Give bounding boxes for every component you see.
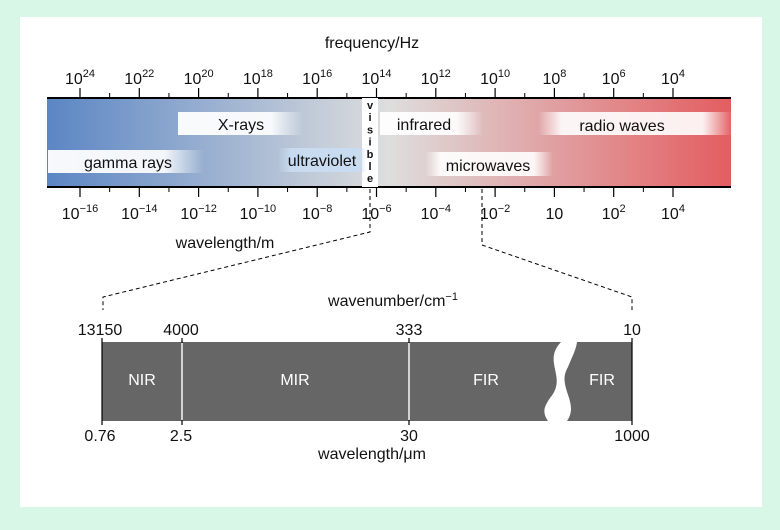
visible-letter: s [367, 124, 373, 136]
wavelength-label: 10−14 [121, 203, 157, 223]
visible-letter: l [368, 161, 371, 173]
gamma-label-bg [48, 150, 204, 173]
frequency-label: 1022 [124, 68, 154, 88]
visible-letter: e [367, 173, 373, 185]
wavelength-1000: 1000 [614, 428, 650, 445]
wavenumber-axis-label: wavenumber/cm−1 [327, 291, 458, 310]
wavelength-label: 10−12 [180, 203, 216, 223]
zoom-connectors [102, 189, 633, 310]
visible-letter: i [368, 112, 371, 124]
radio-waves-label: radio waves [579, 118, 664, 135]
frequency-label: 104 [661, 68, 685, 88]
frequency-ticks: 1024 1022 1020 1018 1016 1014 1012 1010 108 106 10… [65, 68, 685, 98]
infrared-label-bg [380, 112, 483, 135]
frequency-label: 1018 [243, 68, 273, 88]
wavelength-label: 102 [602, 203, 626, 223]
visible-letter: v [367, 100, 374, 112]
wavelength-label: 10−6 [361, 203, 391, 223]
xrays-label-bg [178, 112, 303, 135]
wavelength-0.76: 0.76 [84, 428, 115, 445]
fir-label: FIR [473, 372, 499, 389]
wavenumber-4000: 4000 [163, 322, 199, 339]
infrared-label: infrared [397, 117, 451, 134]
frequency-label: 1014 [361, 68, 391, 88]
spectrum-bar [47, 98, 731, 187]
frequency-label: 108 [542, 68, 566, 88]
wavelength-label: 10 [546, 206, 564, 223]
wavelength-label: 10−10 [240, 203, 276, 223]
ultraviolet-label: ultraviolet [288, 153, 357, 170]
gamma-rays-label: gamma rays [84, 155, 172, 172]
radio-label-bg [538, 112, 732, 135]
zoom-connector-right [481, 189, 633, 310]
wavelength-axis-label: wavelength/m [175, 235, 275, 252]
frequency-axis-label: frequency/Hz [325, 35, 419, 52]
mir-label: MIR [280, 372, 309, 389]
fir-label-far: FIR [589, 372, 615, 389]
band-dividers [181, 343, 410, 420]
frequency-label: 1012 [421, 68, 451, 88]
micrometer-axis-label: wavelength/μm [317, 446, 426, 463]
wavelength-label: 10−4 [421, 203, 451, 223]
wavelength-30: 30 [400, 428, 418, 445]
frequency-label: 1020 [184, 68, 214, 88]
visible-letter: i [368, 137, 371, 149]
frequency-label: 1024 [65, 68, 95, 88]
ir-band-bar [102, 342, 561, 421]
microwaves-label-bg [425, 152, 553, 176]
wavelength-label: 10−8 [302, 203, 332, 223]
wavenumber-10: 10 [623, 322, 641, 339]
frequency-label: 1016 [302, 68, 332, 88]
wavelength-ticks: 10−16 10−14 10−12 10−10 10−8 10−6 10−4 10−2 10 10… [62, 187, 685, 223]
microwaves-label: microwaves [446, 158, 530, 175]
wavenumber-13150: 13150 [78, 322, 123, 339]
xrays-label: X-rays [218, 117, 264, 134]
frequency-label: 106 [602, 68, 626, 88]
frequency-label: 1010 [480, 68, 510, 88]
nir-label: NIR [128, 372, 156, 389]
uv-label-bg [278, 148, 366, 172]
zoom-connector-left [102, 189, 371, 310]
wavelength-label: 10−2 [480, 203, 510, 223]
wavenumber-333: 333 [396, 322, 423, 339]
visible-letter: b [367, 149, 374, 161]
ir-band-bar-far [564, 342, 632, 421]
wavelength-2.5: 2.5 [170, 428, 192, 445]
wavelength-label: 104 [661, 203, 685, 223]
wavelength-label: 10−16 [62, 203, 98, 223]
